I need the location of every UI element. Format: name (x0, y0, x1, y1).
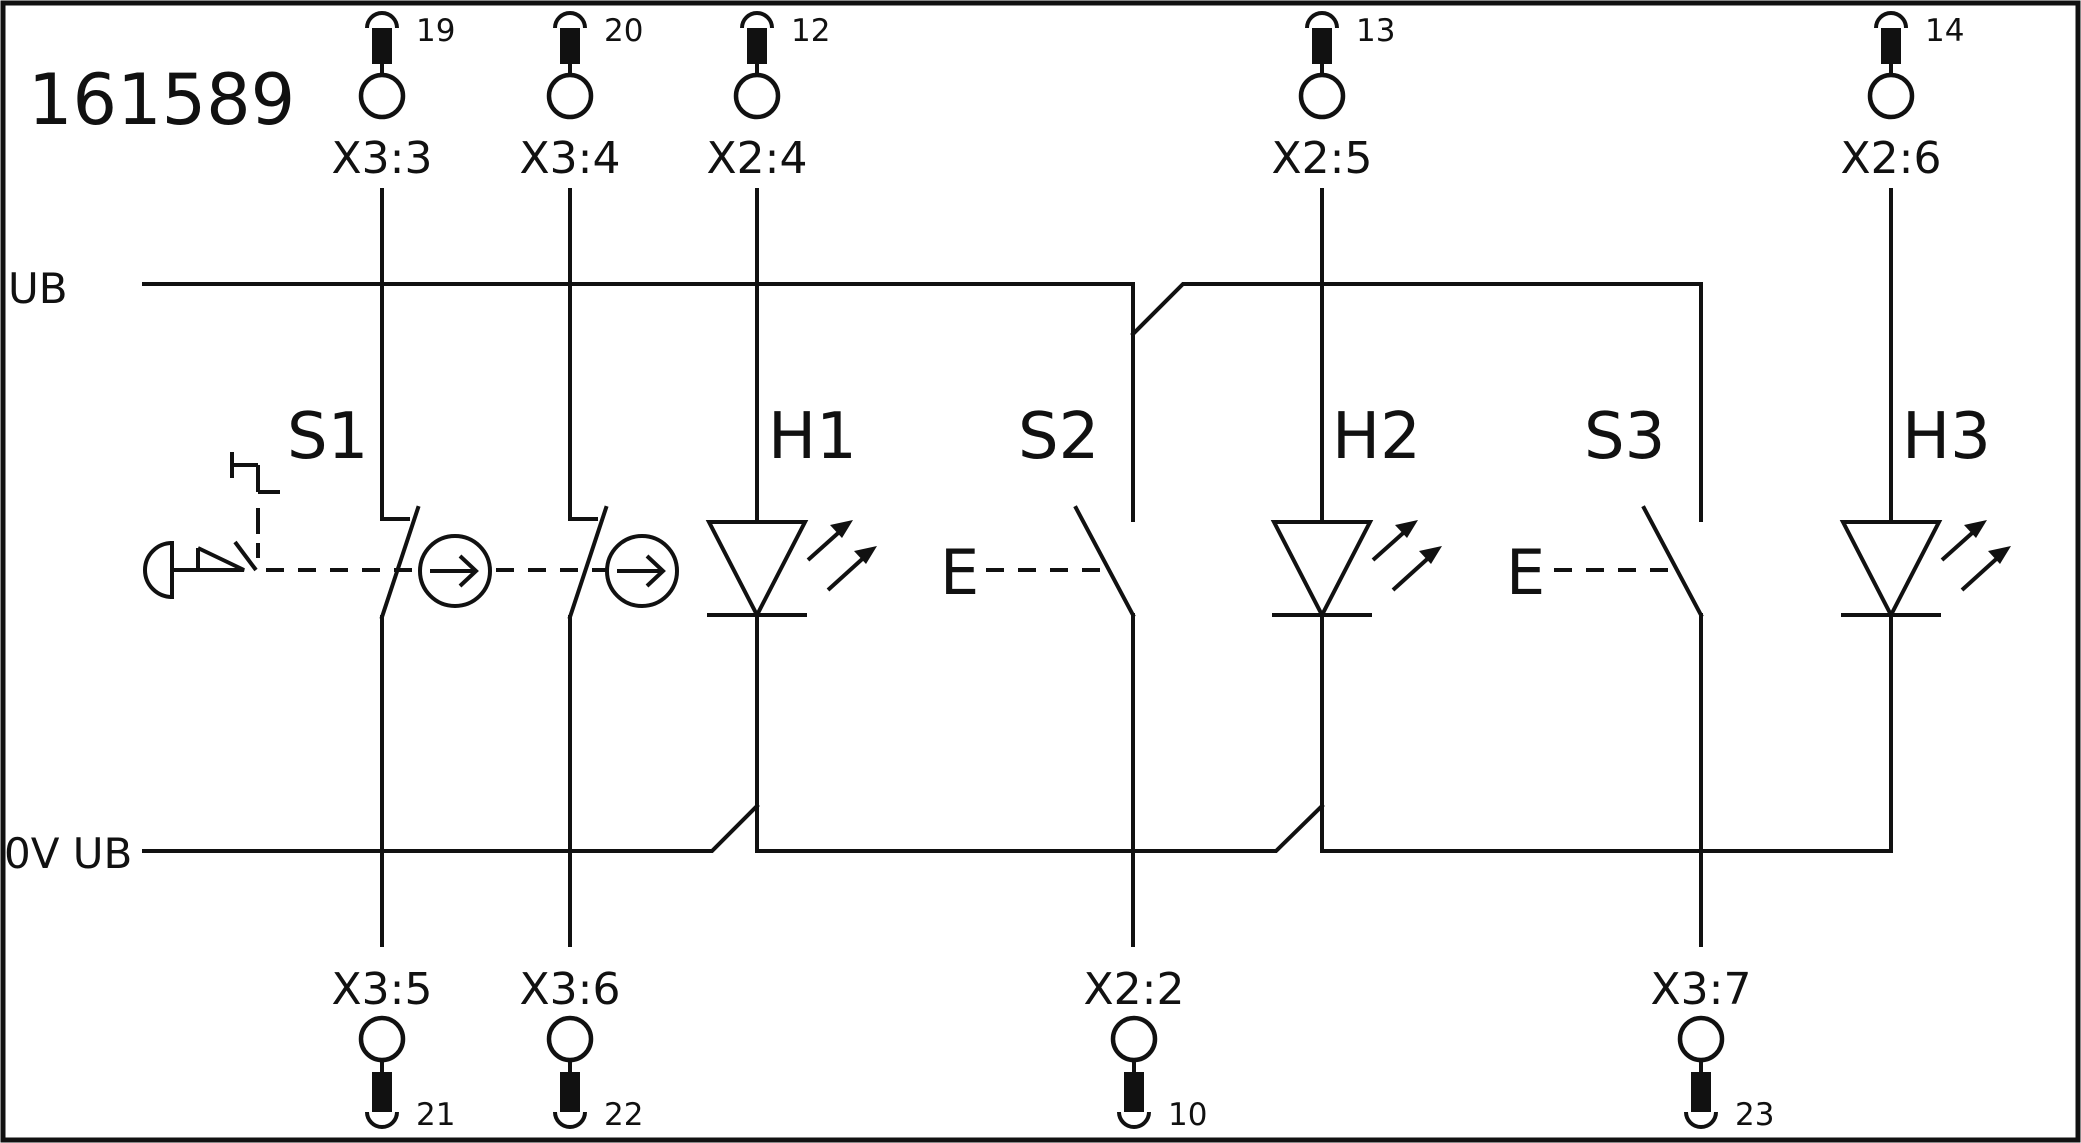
terminal-top-x2-4: 12 X2:4 (707, 11, 830, 184)
drawing-id: 161589 (28, 59, 295, 141)
terminal-label-top: X2:6 (1841, 133, 1942, 184)
ground-rail-label: 0V UB (4, 829, 132, 878)
wire-number-bottom-23: 23 (1735, 1097, 1774, 1133)
wire-number-top-12: 12 (791, 13, 830, 49)
h3-light-emission-icon (1940, 520, 2011, 592)
h3-led (1839, 188, 1943, 620)
wire-number-top-13: 13 (1356, 13, 1395, 49)
s1-positive-opening-icon-1 (418, 534, 492, 608)
terminal-top-x2-6: 14 X2:6 (1841, 11, 1964, 184)
terminal-label-top: X2:5 (1272, 133, 1373, 184)
supply-rail (142, 282, 1703, 522)
terminal-label-bottom: X3:7 (1651, 964, 1752, 1015)
wire-number-top-19: 19 (416, 13, 455, 49)
terminal-label-top: X3:3 (332, 133, 433, 184)
s3-contact (1641, 505, 1704, 947)
s2-label: S2 (1018, 400, 1099, 474)
terminal-label-top: X3:4 (520, 133, 621, 184)
wire-number-bottom-10: 10 (1168, 1097, 1207, 1133)
ground-rail (142, 611, 1893, 853)
s1-detent-symbol (230, 452, 280, 558)
s1-contact-2 (567, 188, 609, 947)
terminal-label-top: X2:4 (707, 133, 808, 184)
supply-rail-label: UB (8, 264, 68, 313)
terminal-label-bottom: X3:6 (520, 964, 621, 1015)
terminal-top-x3-3: 19 X3:3 (332, 11, 455, 184)
s3-label: S3 (1584, 400, 1665, 474)
h1-label: H1 (768, 400, 857, 474)
terminal-bottom-x3-5: X3:5 21 (332, 964, 456, 1133)
s2-contact (1073, 332, 1136, 947)
h3-label: H3 (1902, 400, 1991, 474)
s1-contact-1 (379, 188, 421, 947)
s1-positive-opening-icon-2 (605, 534, 679, 608)
terminal-label-bottom: X2:2 (1084, 964, 1185, 1015)
s2-actuator-label: E (940, 536, 979, 609)
terminal-label-bottom: X3:5 (332, 964, 433, 1015)
h1-light-emission-icon (806, 520, 877, 592)
wire-number-bottom-22: 22 (604, 1097, 643, 1133)
s1-label: S1 (287, 400, 368, 474)
wire-number-bottom-21: 21 (416, 1097, 455, 1133)
s3-actuator-label: E (1506, 536, 1545, 609)
wire-number-top-20: 20 (604, 13, 643, 49)
h2-light-emission-icon (1371, 520, 1442, 592)
wire-number-top-14: 14 (1925, 13, 1964, 49)
terminal-bottom-x3-7: X3:7 23 (1651, 964, 1775, 1133)
terminal-top-x3-4: 20 X3:4 (520, 11, 643, 184)
s1-mushroom-actuator (143, 540, 258, 600)
h2-led (1270, 188, 1374, 808)
terminal-top-x2-5: 13 X2:5 (1272, 11, 1395, 184)
h1-led (705, 188, 809, 853)
h2-label: H2 (1332, 400, 1421, 474)
terminal-bottom-x2-2: X2:2 10 (1084, 964, 1208, 1133)
terminal-bottom-x3-6: X3:6 22 (520, 964, 644, 1133)
